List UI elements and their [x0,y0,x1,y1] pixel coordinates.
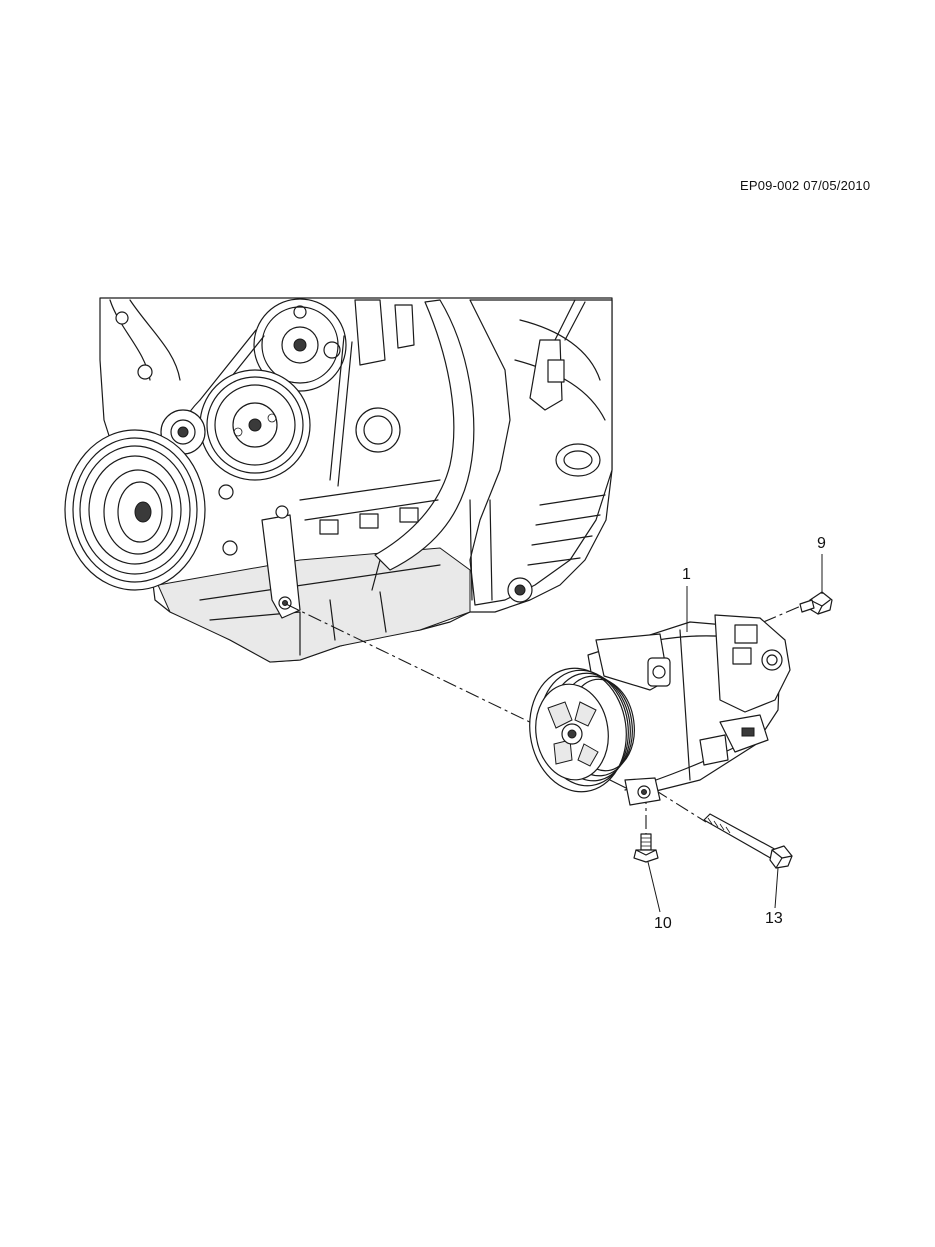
callout-part-1: 1 [682,566,691,583]
bolt-13-icon [703,813,793,869]
callout-part-10: 10 [654,915,672,932]
bolt-9-icon [799,591,833,615]
assembly-line-compressor-to-engine [285,603,541,728]
leader-line-13 [774,867,779,909]
assembly-line-bolt-13 [654,789,707,823]
ac-compressor-icon [529,614,791,806]
engine-assembly-icon [64,297,613,663]
callout-part-9: 9 [817,535,826,552]
document-code: EP09-002 07/05/2010 [740,178,871,193]
callout-part-13: 13 [765,910,783,927]
leader-line-10 [647,861,661,913]
bolt-10-icon [633,833,659,863]
